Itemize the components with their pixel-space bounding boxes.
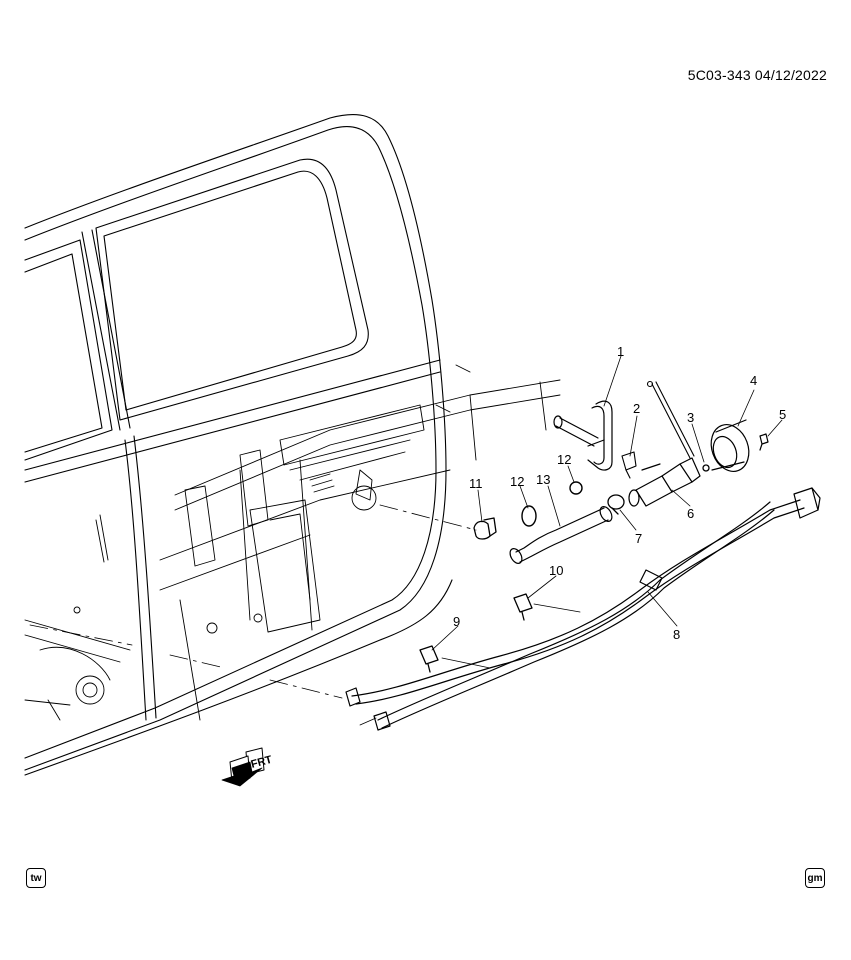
callout-8: 8 <box>673 627 680 642</box>
callout-13: 13 <box>536 472 550 487</box>
callout-leaders <box>431 355 783 669</box>
part-6-filler-neck <box>628 457 701 507</box>
callout-12-right: 12 <box>557 452 571 467</box>
frt-label: FRT <box>250 754 274 771</box>
part-12-ring-left <box>521 505 537 527</box>
callout-12-left: 12 <box>510 474 524 489</box>
part-9-clip <box>419 645 439 673</box>
tw-badge: tw <box>26 868 46 888</box>
frt-arrow-icon <box>221 747 265 787</box>
callout-7: 7 <box>635 531 642 546</box>
callout-9: 9 <box>453 614 460 629</box>
callout-labels: 1 2 3 4 5 6 7 8 9 10 11 12 12 13 <box>453 344 786 642</box>
part-8-pipe <box>345 487 821 731</box>
part-5-screw <box>759 433 769 451</box>
part-7-clamp <box>607 494 625 515</box>
front-door-window <box>24 239 113 461</box>
part-12-ring-right <box>569 481 583 495</box>
front-direction-indicator: FRT <box>221 747 274 787</box>
callout-2: 2 <box>633 401 640 416</box>
rear-door-window <box>81 158 369 431</box>
callout-3: 3 <box>687 410 694 425</box>
part-4-cup <box>710 419 750 472</box>
callout-5: 5 <box>779 407 786 422</box>
callout-4: 4 <box>750 373 757 388</box>
frame-rail <box>24 364 561 721</box>
leader-lines <box>29 504 477 726</box>
document-id: 5C03-343 04/12/2022 <box>687 67 827 83</box>
gm-logo-badge: gm <box>805 868 825 888</box>
part-strap <box>646 380 695 459</box>
part-1-tube <box>553 400 613 471</box>
part-10-clip <box>513 593 533 621</box>
callout-1: 1 <box>617 344 624 359</box>
callout-10: 10 <box>549 563 563 578</box>
cab-body <box>24 114 453 776</box>
part-2-clip <box>621 451 637 479</box>
callout-11: 11 <box>469 476 483 491</box>
part-11-grommet <box>473 517 497 540</box>
part-13-hose <box>509 506 613 564</box>
callout-6: 6 <box>687 506 694 521</box>
part-3-oring <box>702 464 710 472</box>
